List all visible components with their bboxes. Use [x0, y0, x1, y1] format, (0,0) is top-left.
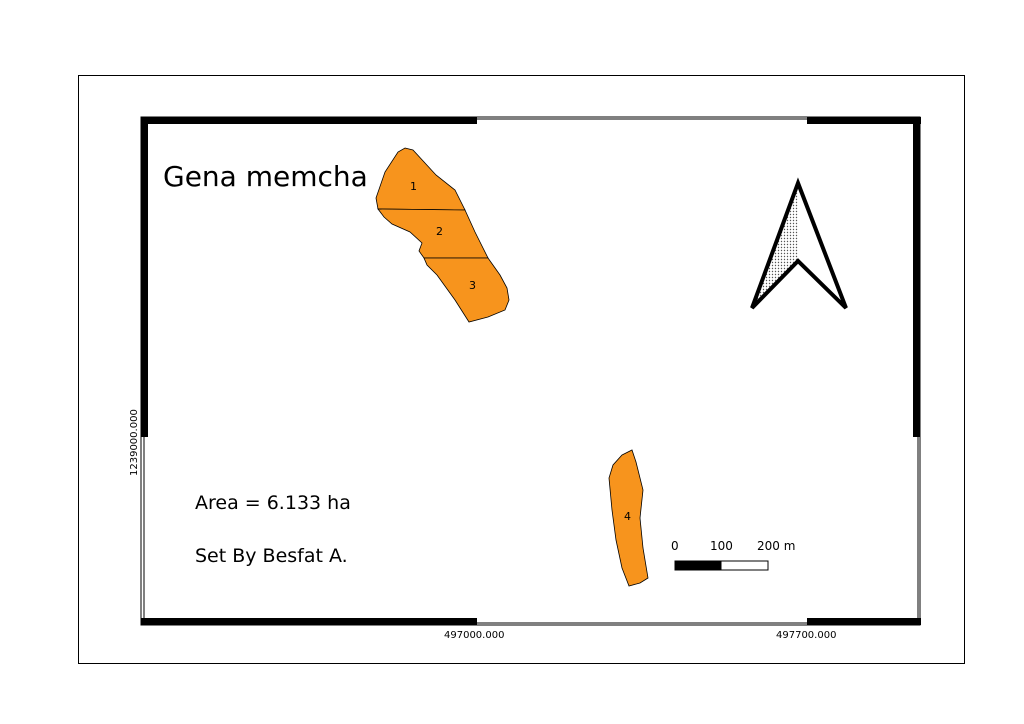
grid-label-x-right: 497700.000: [776, 630, 836, 641]
grid-label-x-left: 497000.000: [444, 630, 504, 641]
page-frame: [78, 75, 965, 664]
parcel-3[interactable]: [423, 257, 510, 323]
north-arrow-icon: [750, 177, 848, 310]
parcel-2[interactable]: [377, 208, 489, 259]
scale-label-200: 200 m: [757, 539, 795, 553]
parcel-label-2: 2: [436, 225, 443, 238]
grid-border: [140, 116, 921, 626]
parcel-label-4: 4: [624, 510, 631, 523]
parcel-group-north: [375, 147, 510, 323]
grid-label-y: 1239000.000: [129, 409, 140, 476]
parcel-label-3: 3: [469, 279, 476, 292]
map-title: Gena memcha: [163, 160, 368, 193]
parcel-1[interactable]: [375, 147, 466, 211]
scale-label-100: 100: [710, 539, 733, 553]
parcel-label-1: 1: [410, 180, 417, 193]
area-text: Area = 6.133 ha: [195, 492, 351, 514]
parcel-4[interactable]: [608, 449, 649, 587]
author-text: Set By Besfat A.: [195, 545, 348, 567]
scale-label-0: 0: [671, 539, 679, 553]
scale-bar: 0 100 200 m: [671, 539, 795, 571]
